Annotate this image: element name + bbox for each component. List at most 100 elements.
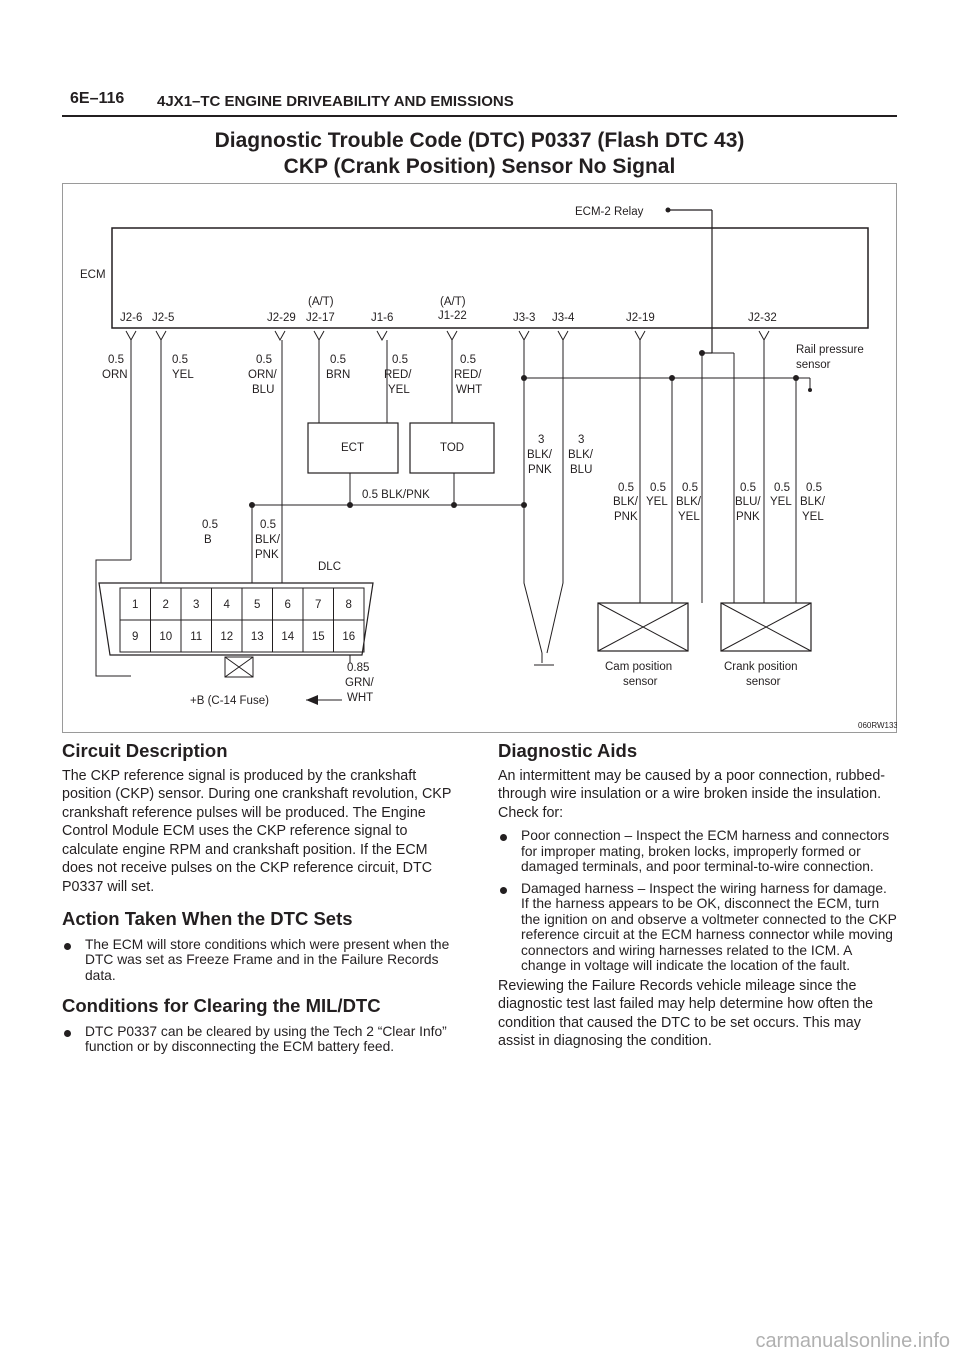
wire-crk1-1: 0.5 — [740, 482, 756, 494]
wire-ornblu-2: ORN/ — [248, 369, 278, 381]
bullet-icon — [64, 942, 71, 950]
pin-j2-19: J2-19 — [626, 312, 655, 324]
dlc-pin-16: 16 — [342, 631, 355, 643]
wire-redwht-1: 0.5 — [460, 354, 476, 366]
tod-sensor — [409, 422, 495, 474]
bullet-icon — [500, 886, 507, 894]
wire-b-1: 0.5 — [202, 519, 218, 531]
wires — [95, 340, 811, 677]
diagram-border — [62, 183, 897, 733]
figure-code: 060RW133 — [858, 721, 897, 730]
clear-bullet: DTC P0337 can be cleared by using the Te… — [62, 1024, 462, 1055]
rail-sensor-label-1: Rail pressure — [796, 344, 864, 356]
wire-grnwht-3: WHT — [347, 692, 373, 704]
action-bullet: The ECM will store conditions which were… — [62, 937, 462, 984]
pin-j2-17-note: (A/T) — [308, 296, 334, 308]
relay-label: ECM-2 Relay — [575, 206, 644, 218]
wire-crk3-2: BLK/ — [800, 496, 826, 508]
page-title: Diagnostic Trouble Code (DTC) P0337 (Fla… — [214, 129, 745, 152]
wire-cam3-1: 0.5 — [682, 482, 698, 494]
dlc-pin-5: 5 — [254, 599, 260, 611]
dlc-pin-15: 15 — [312, 631, 325, 643]
tod-label: TOD — [440, 442, 464, 454]
pin-j1-6: J1-6 — [371, 312, 393, 324]
header-rule — [62, 115, 897, 117]
aids-bullet-2: Damaged harness – Inspect the wiring har… — [498, 881, 898, 974]
ect-sensor — [307, 422, 399, 474]
pin-j2-5: J2-5 — [152, 312, 174, 324]
page-subtitle: CKP (Crank Position) Sensor No Signal — [283, 155, 676, 178]
aids-intro: An intermittent may be caused by a poor … — [498, 767, 886, 821]
dlc-pin-7: 7 — [315, 599, 321, 611]
wire-brn-1: 0.5 — [330, 354, 346, 366]
cam-sensor-label-1: Cam position — [605, 661, 672, 673]
wire-blkpnk3-3: PNK — [528, 464, 552, 476]
wire-redyel-2: RED/ — [384, 369, 412, 381]
relay-terminal — [665, 207, 671, 213]
wire-b-2: B — [204, 534, 212, 546]
cam-sensor — [597, 602, 689, 652]
pin-j2-17: J2-17 — [306, 312, 335, 324]
dlc-pin-12: 12 — [220, 631, 233, 643]
dlc-pin-2: 2 — [163, 599, 169, 611]
dlc-pin-cell — [333, 619, 365, 653]
watermark: carmanualsonline.info — [755, 1330, 950, 1352]
wire-blkblu3-1: 3 — [578, 434, 584, 446]
dlc-pin-6: 6 — [285, 599, 291, 611]
wire-blkblu3-2: BLK/ — [568, 449, 594, 461]
crank-sensor-label-1: Crank position — [724, 661, 798, 673]
wire-blkblu3-3: BLU — [570, 464, 592, 476]
wire-ornblu-1: 0.5 — [256, 354, 272, 366]
circuit-heading: Circuit Description — [62, 740, 228, 761]
pin-j3-3: J3-3 — [513, 312, 535, 324]
dlc-pin-9: 9 — [132, 631, 138, 643]
wire-crk1-3: PNK — [736, 511, 760, 523]
wire-grnwht-2: GRN/ — [345, 677, 375, 689]
dlc-pin-13: 13 — [251, 631, 264, 643]
wire-brn-2: BRN — [326, 369, 350, 381]
wire-crk2-2: YEL — [770, 496, 792, 508]
ecm-box — [111, 227, 869, 329]
wire-blkpnk3-2: BLK/ — [527, 449, 553, 461]
dlc-connector — [98, 582, 374, 656]
wire-crk3-1: 0.5 — [806, 482, 822, 494]
wire-yel-2: YEL — [172, 369, 194, 381]
bullet-icon — [64, 1029, 71, 1037]
circuit-text: The CKP reference signal is produced by … — [62, 767, 452, 895]
action-heading: Action Taken When the DTC Sets — [62, 908, 353, 929]
wire-yel-1: 0.5 — [172, 354, 188, 366]
wire-blkpnk-2: BLK/ — [255, 534, 281, 546]
ect-label: ECT — [341, 442, 364, 454]
wire-grnwht-1: 0.85 — [347, 662, 369, 674]
crank-sensor — [720, 602, 812, 652]
wire-blkpnk3-1: 3 — [538, 434, 544, 446]
wire-redwht-2: RED/ — [454, 369, 482, 381]
crank-sensor-label-2: sensor — [746, 676, 781, 688]
wire-cam1-2: BLK/ — [613, 496, 639, 508]
pin-j1-22: J1-22 — [438, 310, 467, 322]
rail-sensor-label-2: sensor — [796, 359, 831, 371]
pin-j1-22-note: (A/T) — [440, 296, 466, 308]
dlc-fuse-box — [224, 656, 254, 678]
wire-cam3-2: BLK/ — [676, 496, 702, 508]
dlc-pin-10: 10 — [159, 631, 172, 643]
wire-crk1-2: BLU/ — [735, 496, 761, 508]
pin-j2-6: J2-6 — [120, 312, 142, 324]
wiring-diagram: ECM ECM-2 Relay J2-6 J2-5 J2-29 (A/T) J2… — [62, 183, 897, 733]
fuse-arrow — [306, 695, 318, 705]
ecm-label: ECM — [80, 269, 106, 281]
wire-redyel-1: 0.5 — [392, 354, 408, 366]
wire-cam2-2: YEL — [646, 496, 668, 508]
running-title: 4JX1–TC ENGINE DRIVEABILITY AND EMISSION… — [157, 93, 514, 110]
right-column: Diagnostic Aids An intermittent may be c… — [498, 740, 898, 1051]
wire-blkpnk-3: PNK — [255, 549, 279, 561]
dlc-pin-14: 14 — [281, 631, 294, 643]
wire-orn-1: 0.5 — [108, 354, 124, 366]
aids-heading: Diagnostic Aids — [498, 740, 638, 761]
dlc-pin-11: 11 — [190, 631, 202, 643]
bullet-icon — [500, 834, 507, 841]
dlc-pin-3: 3 — [193, 599, 199, 611]
aids-outro: Reviewing the Failure Records vehicle mi… — [498, 977, 874, 1050]
wire-crk2-1: 0.5 — [774, 482, 790, 494]
pin-j3-4: J3-4 — [552, 312, 575, 324]
